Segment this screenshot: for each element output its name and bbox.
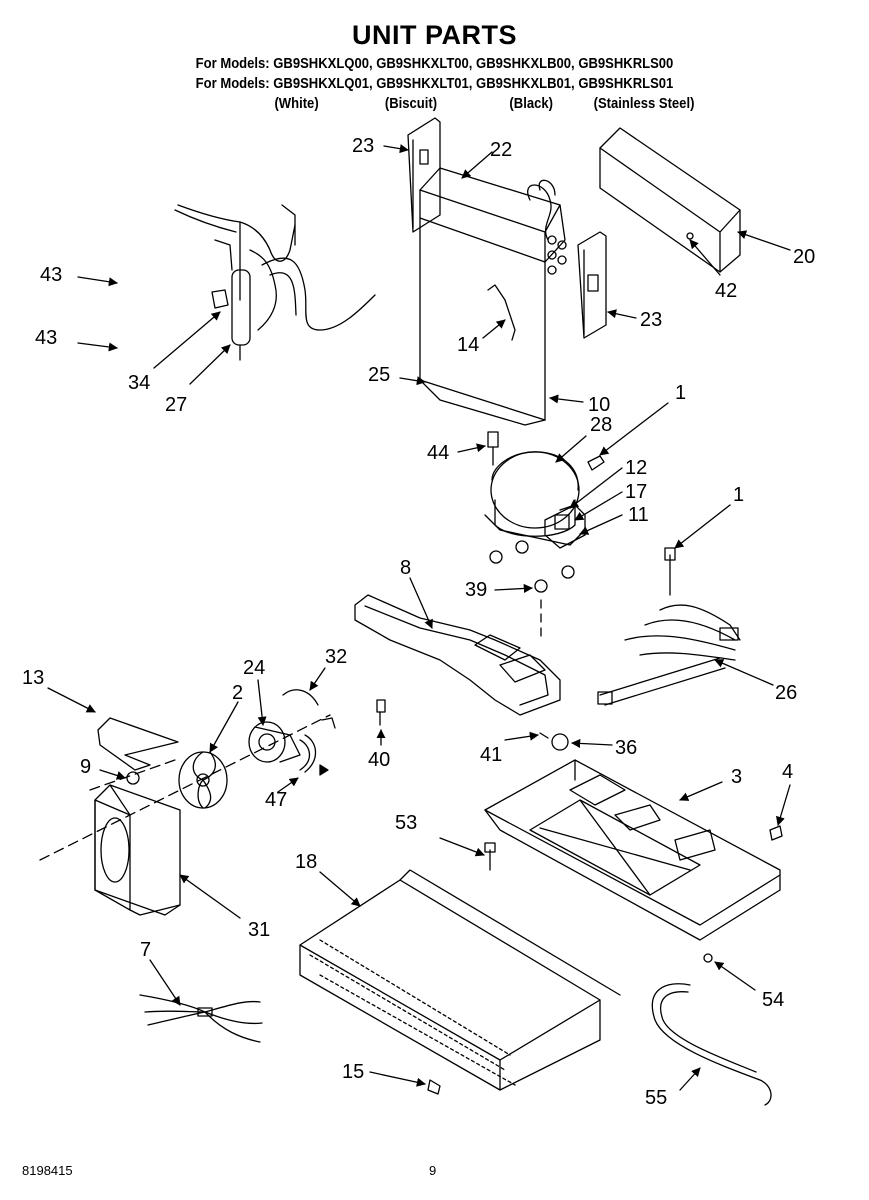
color-stainless: (Stainless Steel) <box>593 96 695 112</box>
callout-25: 25 <box>368 364 391 386</box>
document-number: 8198415 <box>22 1163 73 1178</box>
callout-41: 41 <box>480 744 503 766</box>
condenser-fan-assembly <box>39 689 386 916</box>
wire-harness <box>597 547 741 706</box>
drier-tubing-assembly <box>174 204 376 361</box>
callout-23-right: 23 <box>640 309 663 331</box>
callout-55: 55 <box>645 1087 668 1109</box>
callout-23-left: 23 <box>352 135 375 157</box>
callout-4: 4 <box>782 761 794 783</box>
callout-11: 11 <box>628 504 649 526</box>
page-number: 9 <box>429 1163 437 1178</box>
callout-24: 24 <box>243 657 266 679</box>
color-black: (Black) <box>509 96 553 112</box>
callout-42: 42 <box>715 280 738 302</box>
callout-54: 54 <box>762 989 785 1011</box>
callout-9: 9 <box>80 756 92 778</box>
callout-22: 22 <box>490 139 513 161</box>
callout-13: 13 <box>22 667 45 689</box>
models-line-2: For Models: GB9SHKXLQ01, GB9SHKXLT01, GB… <box>195 76 674 92</box>
callout-43-bottom: 43 <box>35 327 58 349</box>
side-bracket-left <box>407 117 441 233</box>
callout-27: 27 <box>165 394 188 416</box>
callout-1-right: 1 <box>733 484 745 506</box>
callout-leaders <box>47 144 791 1091</box>
callout-36: 36 <box>615 737 638 759</box>
callout-2: 2 <box>232 682 244 704</box>
callout-39: 39 <box>465 579 488 601</box>
drain-pan <box>354 594 561 716</box>
callout-31: 31 <box>248 919 271 941</box>
callout-8: 8 <box>400 557 412 579</box>
callout-26: 26 <box>775 682 798 704</box>
callout-15: 15 <box>342 1061 365 1083</box>
color-legend: (White) (Biscuit) (Black) (Stainless Ste… <box>0 96 869 116</box>
harness-7 <box>139 994 263 1043</box>
models-line-1: For Models: GB9SHKXLQ00, GB9SHKXLT00, GB… <box>195 56 674 72</box>
callout-44: 44 <box>427 442 450 464</box>
callout-32: 32 <box>325 646 348 668</box>
callout-40: 40 <box>368 749 391 771</box>
evaporator-cover <box>599 127 741 273</box>
callout-18: 18 <box>295 851 318 873</box>
callout-53: 53 <box>395 812 418 834</box>
page-title: UNIT PARTS <box>352 20 517 50</box>
callout-17: 17 <box>625 481 648 503</box>
callout-20: 20 <box>793 246 816 268</box>
callout-14: 14 <box>457 334 480 356</box>
callout-3: 3 <box>731 766 743 788</box>
evaporator-assembly <box>419 167 567 426</box>
machine-compartment-base <box>484 732 783 963</box>
callout-34: 34 <box>128 372 151 394</box>
callout-12: 12 <box>625 457 648 479</box>
condenser-coil <box>299 869 621 1095</box>
callout-10: 10 <box>588 394 611 416</box>
callout-7: 7 <box>140 939 152 961</box>
color-biscuit: (Biscuit) <box>384 96 438 112</box>
callout-43-top: 43 <box>40 264 63 286</box>
callout-1-top: 1 <box>675 382 687 404</box>
callout-28: 28 <box>590 414 613 436</box>
callout-47: 47 <box>265 789 288 811</box>
side-bracket-right <box>577 231 607 339</box>
condenser-tube <box>651 983 772 1106</box>
compressor <box>484 431 605 641</box>
color-white: (White) <box>274 96 319 112</box>
